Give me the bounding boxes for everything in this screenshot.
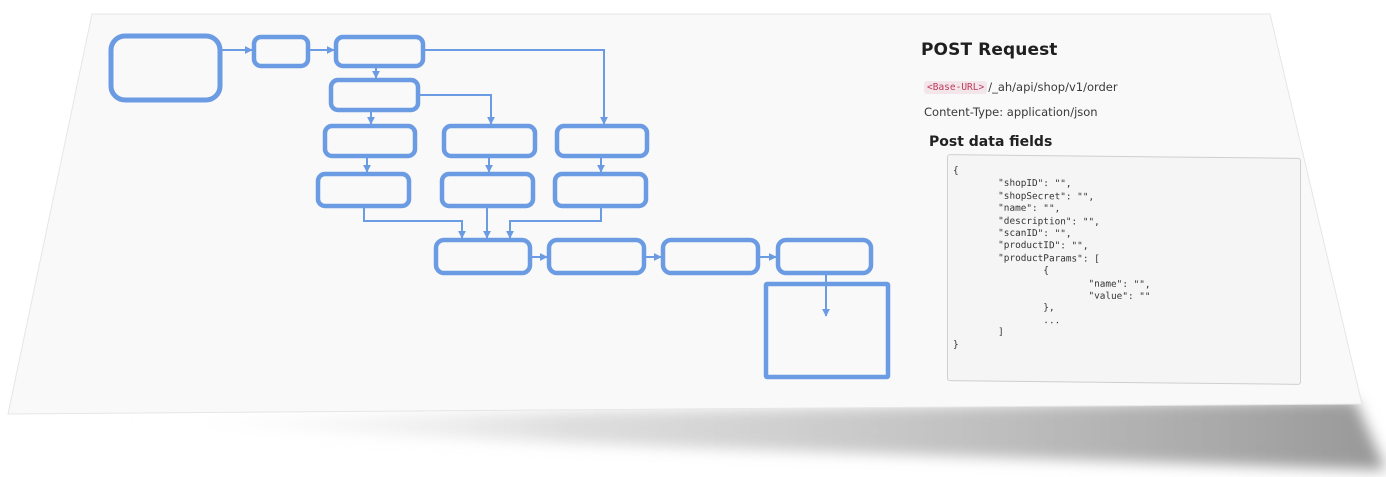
code-line: "description": "", [953, 214, 1100, 228]
flow-node-8 [315, 171, 412, 209]
flow-node-2 [251, 34, 311, 69]
post-fields-title: Post data fields [929, 134, 1053, 150]
code-line: ] [953, 326, 1004, 339]
json-code-block: { "shopID": "", "shopSecret": "", "name"… [947, 154, 1301, 385]
request-title: POST Request [921, 40, 1058, 60]
code-line: { [953, 264, 1049, 277]
flow-edge [506, 206, 602, 239]
code-line: ... [953, 314, 1061, 327]
flow-edge [423, 49, 608, 125]
flow-node-start [108, 33, 223, 103]
flow-edge [363, 206, 466, 239]
base-url-tag: <Base-URL> [924, 81, 988, 94]
content-type: Content-Type: application/json [924, 105, 1098, 119]
code-line: "productParams": [ [953, 252, 1100, 265]
flow-node-9 [439, 171, 536, 209]
flow-edge [418, 94, 495, 125]
code-line: "scanID": "", [953, 227, 1072, 240]
code-line: "shopSecret": "", [953, 190, 1095, 203]
flow-node-11 [433, 237, 533, 276]
code-line: "shopID": "", [953, 177, 1072, 190]
flow-node-14 [775, 237, 874, 276]
code-line: } [953, 338, 959, 350]
flow-node-12 [546, 237, 647, 276]
sheet-drop-shadow [120, 400, 1386, 470]
code-line: "productID": "", [953, 239, 1089, 253]
endpoint-path: /_ah/api/shop/v1/order [988, 80, 1118, 94]
flow-node-7 [554, 123, 650, 159]
code-line: "name": "", [953, 276, 1151, 290]
json-code: { "shopID": "", "shopSecret": "", "name"… [948, 155, 1300, 355]
flow-node-3 [333, 34, 426, 69]
code-line: }, [953, 301, 1055, 314]
endpoint-url: <Base-URL>/_ah/api/shop/v1/order [924, 80, 1308, 94]
flow-node-10 [552, 171, 649, 209]
flow-node-4 [328, 77, 421, 113]
flow-node-13 [660, 237, 761, 276]
flow-node-5 [322, 123, 418, 159]
code-line: "value": "" [953, 289, 1151, 303]
flow-node-6 [441, 123, 538, 159]
request-panel: POST Request <Base-URL>/_ah/api/shop/v1/… [918, 36, 1308, 385]
code-line: "name": "", [953, 202, 1061, 215]
code-line: { [953, 165, 959, 177]
